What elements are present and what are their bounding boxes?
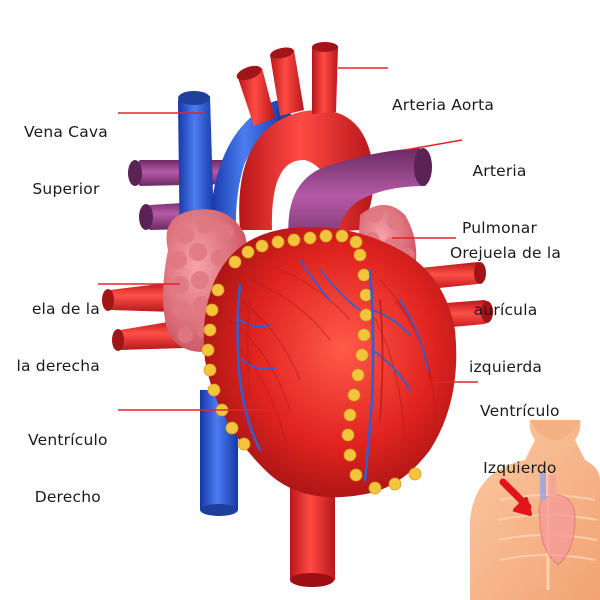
torso-inset <box>470 420 600 600</box>
pointer-arrow-icon <box>499 478 532 516</box>
label-vena-cava-superior: Vena Cava Superior <box>24 85 108 218</box>
label-line: ela de la <box>31 300 100 318</box>
label-line: aurícula <box>473 301 538 319</box>
label-line: Izquierdo <box>483 459 557 477</box>
label-line: Arteria Aorta <box>392 96 495 114</box>
label-line: Arteria <box>472 162 527 180</box>
leader-lines <box>98 67 478 411</box>
label-line: Superior <box>32 180 100 198</box>
label-line: Vena Cava <box>24 123 108 141</box>
ventricles <box>201 226 457 498</box>
label-line: la derecha <box>16 357 100 375</box>
leader-pulmonar <box>404 139 463 151</box>
label-line: Derecho <box>34 488 101 506</box>
label-ventriculo-izquierdo: Ventrículo Izquierdo <box>480 364 560 497</box>
label-line: Orejuela de la <box>450 244 562 262</box>
label-orejuela-auricula-izquierda: Orejuela de la aurícula izquierda <box>450 206 561 396</box>
label-line: izquierda <box>468 358 543 376</box>
label-line: Ventrículo <box>480 402 560 420</box>
label-ventriculo-derecho: Ventrículo Derecho <box>28 393 108 526</box>
label-orejuela-auricula-derecha: ela de la la derecha <box>0 262 100 395</box>
label-line: Ventrículo <box>28 431 108 449</box>
label-arteria-pulmonar: Arteria Pulmonar <box>462 124 537 257</box>
inset-heart-icon <box>538 472 576 566</box>
label-line: Pulmonar <box>462 219 538 237</box>
label-arteria-aorta: Arteria Aorta <box>392 58 494 134</box>
